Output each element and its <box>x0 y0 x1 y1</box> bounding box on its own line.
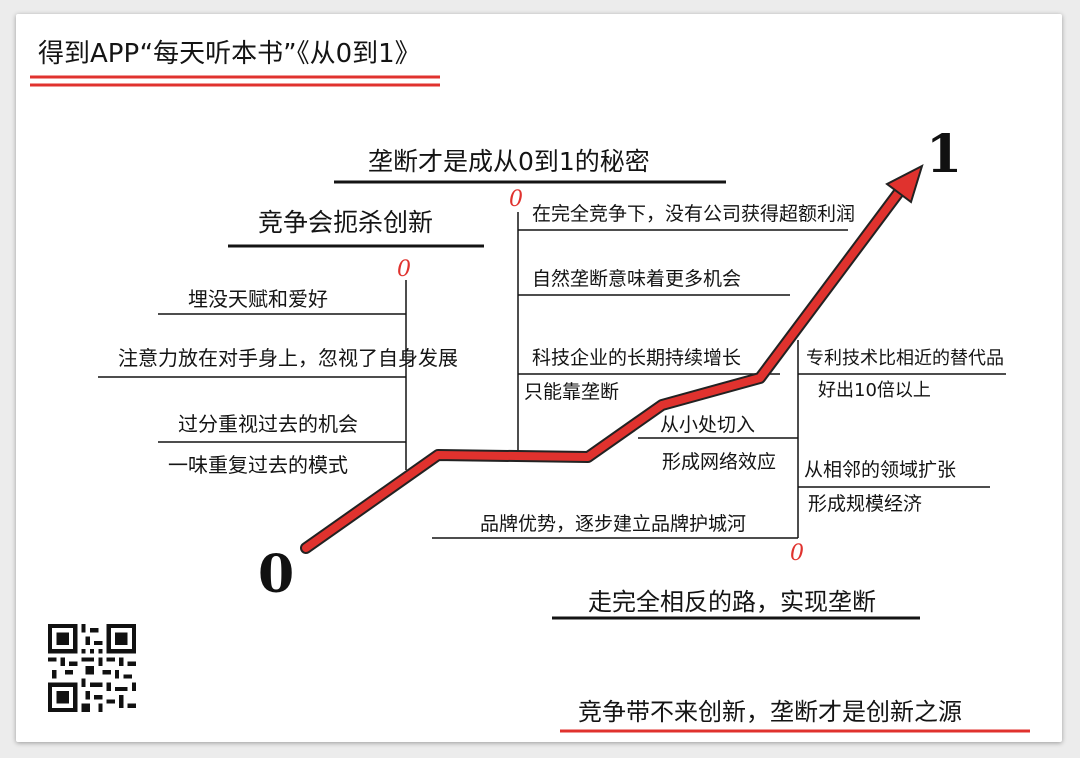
growth-arrow <box>302 184 906 552</box>
left-item-1: 埋没天赋和爱好 <box>188 287 328 311</box>
right-zero-marker: 0 <box>790 541 804 566</box>
right-item-4: 形成网络效应 <box>662 451 776 473</box>
growth-arrow-head <box>885 164 924 204</box>
qr-code-icon <box>48 624 136 712</box>
right-item-5: 从相邻的领域扩张 <box>804 459 956 481</box>
right-item-1: 专利技术比相近的替代品 <box>806 348 1004 369</box>
center-item-4: 只能靠垄断 <box>524 381 619 403</box>
left-item-2: 注意力放在对手身上，忽视了自身发展 <box>118 346 458 370</box>
left-item-3: 过分重视过去的机会 <box>178 412 358 436</box>
center-heading: 垄断才是成从0到1的秘密 <box>368 147 650 176</box>
note-card <box>16 14 1062 742</box>
start-label: 0 <box>258 544 294 605</box>
right-item-2: 好出10倍以上 <box>818 380 931 401</box>
right-item-7: 品牌优势，逐步建立品牌护城河 <box>480 513 746 535</box>
center-item-3: 科技企业的长期持续增长 <box>532 347 741 369</box>
left-item-4: 一味重复过去的模式 <box>168 453 348 477</box>
right-heading: 走完全相反的路，实现垄断 <box>588 588 876 616</box>
footer-conclusion: 竞争带不来创新，垄断才是创新之源 <box>578 698 962 726</box>
center-item-2: 自然垄断意味着更多机会 <box>532 268 741 290</box>
center-item-1: 在完全竞争下，没有公司获得超额利润 <box>532 203 855 225</box>
right-item-3: 从小处切入 <box>660 414 755 436</box>
right-item-6: 形成规模经济 <box>808 493 922 515</box>
end-label: 1 <box>926 124 962 185</box>
left-zero-marker: 0 <box>397 257 411 282</box>
center-zero-marker: 0 <box>509 187 523 212</box>
header-title: 得到APP“每天听本书”《从0到1》 <box>38 39 421 69</box>
left-heading: 竞争会扼杀创新 <box>258 208 433 237</box>
